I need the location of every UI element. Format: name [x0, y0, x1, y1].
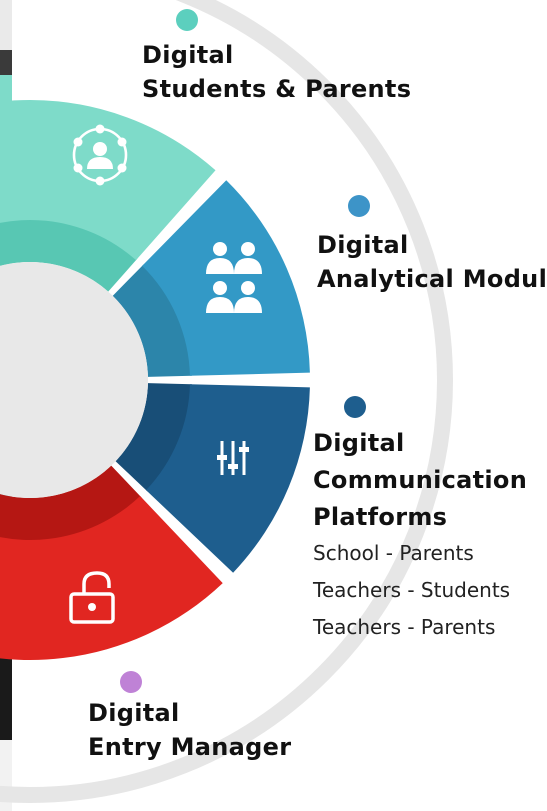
label-line: Communication — [313, 466, 528, 494]
unlock-icon — [69, 571, 115, 624]
inner-shade-blue — [112, 264, 192, 377]
label-line: Platforms — [313, 503, 448, 531]
label-line: Digital — [313, 429, 405, 457]
inner-shade-navy — [115, 383, 192, 492]
communication-items-list: School - Parents Teachers - Students Tea… — [313, 535, 510, 646]
sliders-icon — [217, 441, 249, 475]
segment-entry-manager — [0, 496, 223, 660]
list-item: Teachers - Students — [313, 578, 511, 602]
list-item: Teachers - Parents — [313, 615, 496, 639]
label-line: Students & Parents — [142, 75, 412, 103]
label-line: Entry Manager — [88, 733, 292, 761]
label-line: Digital — [317, 231, 409, 259]
label-line: Digital — [142, 41, 234, 69]
label-line: Analytical Module — [317, 265, 547, 293]
list-item: School - Parents — [313, 541, 474, 565]
label-communication-platforms: Digital Communication Platforms — [313, 425, 527, 536]
label-analytical-module: Digital Analytical Module — [317, 228, 547, 296]
dot-entry-manager — [120, 671, 142, 693]
dot-students-parents — [176, 9, 198, 31]
group-of-people-icon — [206, 242, 262, 313]
label-students-parents: Digital Students & Parents — [142, 38, 411, 106]
user-network-icon — [72, 124, 128, 186]
label-line: Digital — [88, 699, 180, 727]
dot-analytical-module — [348, 195, 370, 217]
segment-analytical-module — [142, 180, 310, 376]
center-hub — [0, 262, 148, 498]
segment-communication-platforms — [146, 384, 310, 573]
dot-communication-platforms — [344, 396, 366, 418]
outer-ring — [0, 0, 453, 803]
label-entry-manager: Digital Entry Manager — [88, 696, 291, 764]
